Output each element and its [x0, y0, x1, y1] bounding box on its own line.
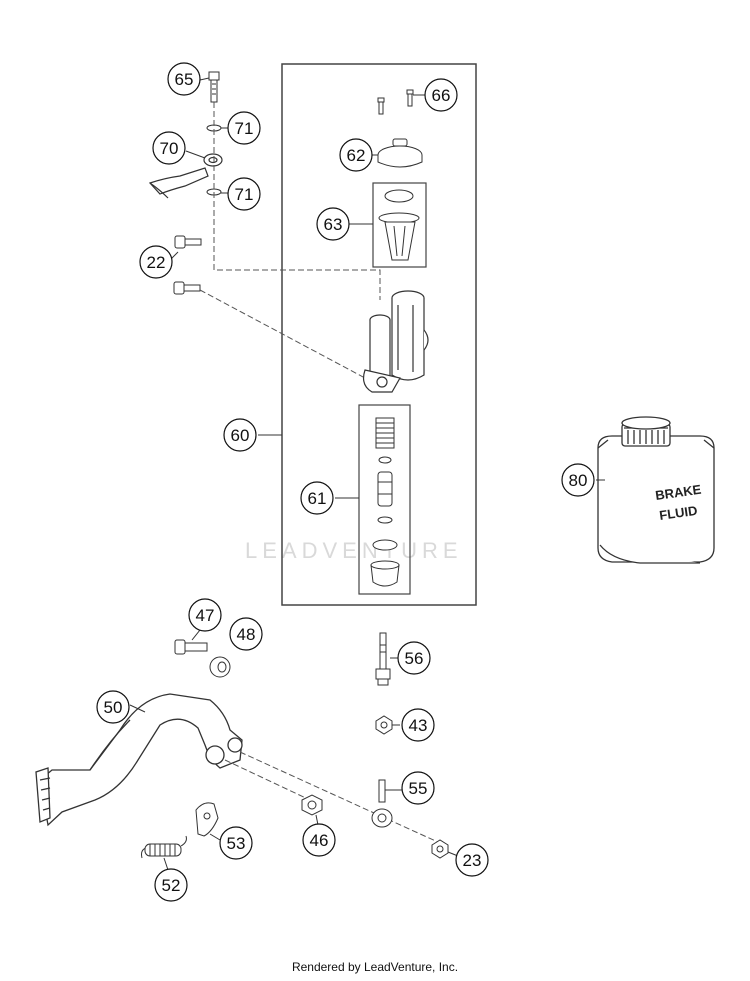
- svg-text:48: 48: [237, 625, 256, 644]
- leader-47: [191, 629, 201, 641]
- bottle-label-brake: BRAKE: [654, 482, 702, 503]
- brake-pedal-50[interactable]: [35, 693, 243, 827]
- callout-71-lower[interactable]: 71: [227, 177, 261, 211]
- piston-kit-61: [370, 417, 400, 587]
- svg-text:52: 52: [162, 876, 181, 895]
- screws-66: [377, 89, 414, 115]
- leader-46: [315, 814, 319, 826]
- callout-22[interactable]: 22: [139, 245, 173, 279]
- leader-53: [209, 833, 221, 841]
- nut-46: [301, 794, 323, 816]
- reservoir-63: [378, 189, 420, 261]
- brake-hose-70: [148, 153, 223, 199]
- svg-text:56: 56: [405, 649, 424, 668]
- svg-text:71: 71: [235, 119, 254, 138]
- brake-fluid-bottle-80[interactable]: [597, 416, 715, 564]
- svg-text:50: 50: [104, 698, 123, 717]
- svg-text:61: 61: [308, 489, 327, 508]
- clevis-55: [371, 779, 393, 828]
- callout-48[interactable]: 48: [229, 617, 263, 651]
- callout-50[interactable]: 50: [96, 690, 130, 724]
- bushing-48: [209, 656, 231, 678]
- assembly-line-22: [199, 289, 366, 379]
- screw-22-lower: [173, 281, 201, 295]
- callout-47[interactable]: 47: [188, 598, 222, 632]
- callout-52[interactable]: 52: [154, 868, 188, 902]
- callout-80[interactable]: 80: [561, 463, 595, 497]
- banjo-bolt-65: [208, 71, 220, 103]
- callout-66[interactable]: 66: [424, 78, 458, 112]
- svg-text:55: 55: [409, 779, 428, 798]
- svg-text:23: 23: [463, 851, 482, 870]
- spring-plate-53: [195, 802, 219, 837]
- watermark: LEADVENTURE: [245, 538, 463, 563]
- callout-23[interactable]: 23: [455, 843, 489, 877]
- nut-43: [375, 715, 393, 735]
- leader-65: [199, 77, 210, 81]
- svg-text:53: 53: [227, 834, 246, 853]
- callout-71-upper[interactable]: 71: [227, 111, 261, 145]
- svg-text:60: 60: [231, 426, 250, 445]
- callout-60[interactable]: 60: [223, 418, 257, 452]
- leader-52: [163, 857, 169, 871]
- leader-50: [129, 704, 146, 713]
- callout-65[interactable]: 65: [167, 62, 201, 96]
- assembly-line-pedal-2: [224, 759, 311, 801]
- svg-text:43: 43: [409, 716, 428, 735]
- svg-text:66: 66: [432, 86, 451, 105]
- svg-text:65: 65: [175, 70, 194, 89]
- svg-text:46: 46: [310, 831, 329, 850]
- callout-55[interactable]: 55: [401, 771, 435, 805]
- assembly-frame-60: [281, 63, 477, 606]
- reservoir-cap-62: [377, 138, 423, 168]
- svg-text:80: 80: [569, 471, 588, 490]
- callout-53[interactable]: 53: [219, 826, 253, 860]
- callout-62[interactable]: 62: [339, 138, 373, 172]
- screw-22-upper: [174, 235, 202, 249]
- callout-56[interactable]: 56: [397, 641, 431, 675]
- nut-23: [431, 839, 449, 859]
- svg-text:47: 47: [196, 606, 215, 625]
- leader-70: [185, 150, 206, 159]
- bottle-label-fluid: FLUID: [658, 503, 698, 523]
- master-cylinder-body: [362, 290, 429, 393]
- svg-text:63: 63: [324, 215, 343, 234]
- assembly-line-pedal: [239, 751, 441, 844]
- svg-text:62: 62: [347, 146, 366, 165]
- callout-70[interactable]: 70: [152, 131, 186, 165]
- footer-credit: Rendered by LeadVenture, Inc.: [291, 960, 459, 974]
- svg-text:22: 22: [147, 253, 166, 272]
- reservoir-frame-63: [372, 182, 427, 268]
- callout-46[interactable]: 46: [302, 823, 336, 857]
- assembly-line-banjo: [213, 102, 381, 300]
- callout-61[interactable]: 61: [300, 481, 334, 515]
- svg-text:70: 70: [160, 139, 179, 158]
- pushrod-56: [375, 632, 391, 686]
- callout-63[interactable]: 63: [316, 207, 350, 241]
- callout-43[interactable]: 43: [401, 708, 435, 742]
- bolt-47: [174, 639, 208, 655]
- return-spring-52: [141, 835, 187, 859]
- svg-text:71: 71: [235, 185, 254, 204]
- piston-frame-61: [358, 404, 411, 595]
